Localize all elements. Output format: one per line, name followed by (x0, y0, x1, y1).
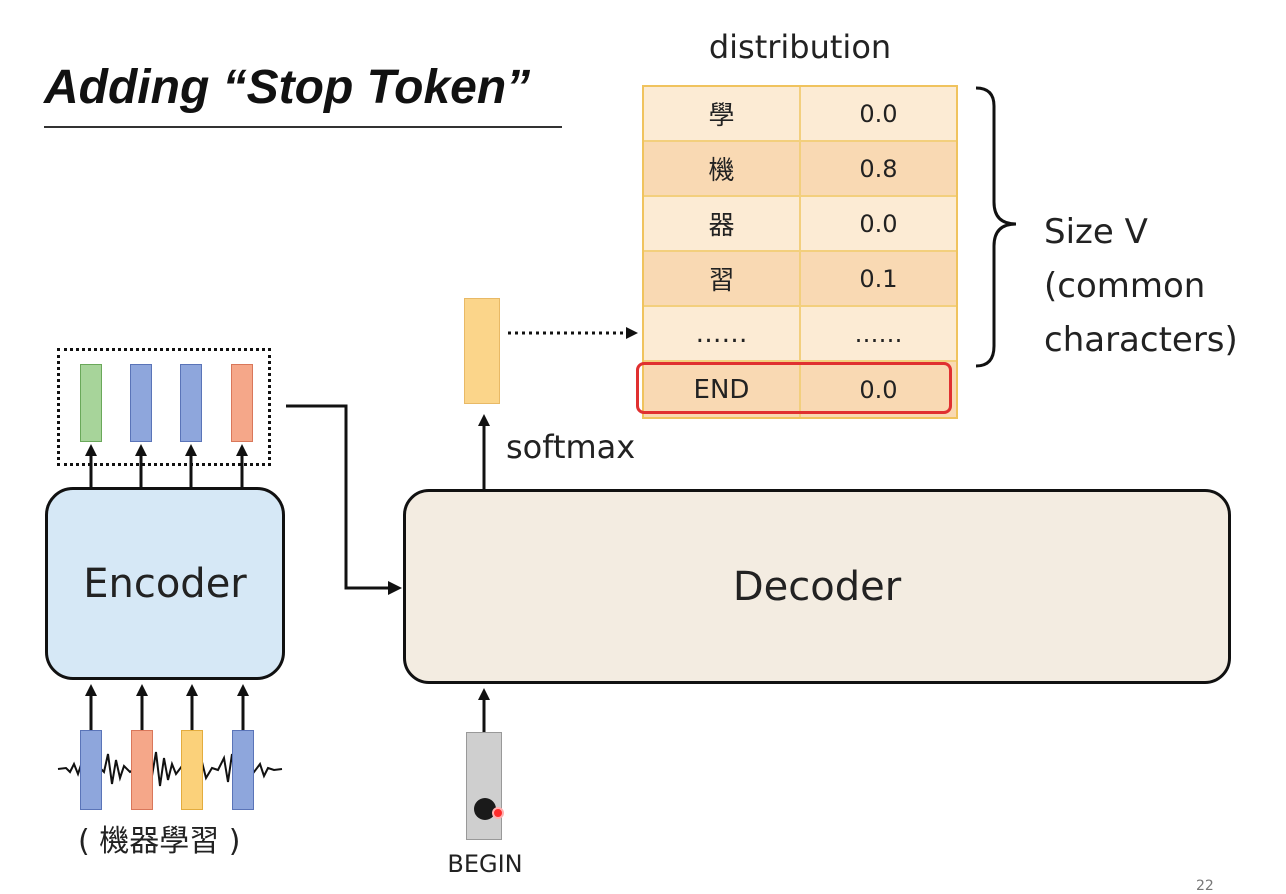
distribution-row: 習 0.1 (644, 252, 956, 307)
input-frame-vector (181, 730, 203, 810)
page-number: 22 (1196, 878, 1214, 894)
begin-label: BEGIN (447, 850, 523, 878)
distribution-table: 學 0.0 機 0.8 器 0.0 習 0.1 …… …… END 0.0 (642, 85, 958, 419)
prob-cell: …… (854, 319, 903, 348)
distribution-row-end: END 0.0 (644, 362, 956, 417)
encoder-output-vector (80, 364, 102, 442)
decoder-label: Decoder (732, 563, 902, 610)
decoder-output-vector (464, 298, 500, 404)
encoder-label: Encoder (83, 560, 247, 607)
encoder-output-vector (130, 364, 152, 442)
input-up-arrows-icon (85, 684, 249, 730)
begin-token-vector (466, 732, 502, 840)
size-label-line: Size V (1044, 212, 1148, 252)
token-cell: 機 (644, 142, 801, 195)
input-frame-vector (80, 730, 102, 810)
softmax-label: softmax (506, 428, 636, 466)
input-caption: ( 機器學習 ) (78, 824, 241, 859)
prob-cell: 0.1 (859, 264, 898, 293)
token-cell: 器 (644, 197, 801, 250)
distribution-row: 學 0.0 (644, 87, 956, 142)
encoder-output-box (57, 348, 271, 466)
end-row-highlight (636, 362, 952, 414)
slide-title: Adding “Stop Token” (44, 61, 531, 114)
encoder-output-vector (180, 364, 202, 442)
size-brace-icon (975, 86, 1017, 368)
begin-dot-icon (474, 798, 496, 820)
begin-up-arrow-icon (478, 688, 490, 732)
prob-cell: 0.8 (859, 154, 898, 183)
distribution-title: distribution (708, 28, 892, 66)
token-cell: …… (644, 307, 801, 360)
distribution-row: …… …… (644, 307, 956, 362)
input-frame-vector (131, 730, 153, 810)
prob-cell: 0.0 (859, 209, 898, 238)
input-frame-vector (232, 730, 254, 810)
softmax-arrow-icon (478, 414, 490, 490)
prob-cell: 0.0 (859, 99, 898, 128)
cursor-pointer-icon (492, 807, 504, 819)
size-label-line: (common (1044, 266, 1206, 306)
dotted-arrow-icon (508, 327, 638, 339)
encoder-output-vector (231, 364, 253, 442)
encoder-up-arrows-icon (85, 444, 248, 488)
end-token-cell: END (644, 362, 801, 417)
encoder-to-decoder-arrow-icon (286, 404, 402, 595)
decoder-block: Decoder (403, 489, 1231, 684)
size-label: Size V (common characters) (1044, 205, 1238, 367)
end-prob-cell: 0.0 (859, 375, 898, 404)
size-label-line: characters) (1044, 320, 1238, 360)
token-cell: 習 (644, 252, 801, 305)
distribution-row: 器 0.0 (644, 197, 956, 252)
encoder-block: Encoder (45, 487, 285, 680)
title-underline (44, 126, 562, 128)
token-cell: 學 (644, 87, 801, 140)
distribution-row: 機 0.8 (644, 142, 956, 197)
